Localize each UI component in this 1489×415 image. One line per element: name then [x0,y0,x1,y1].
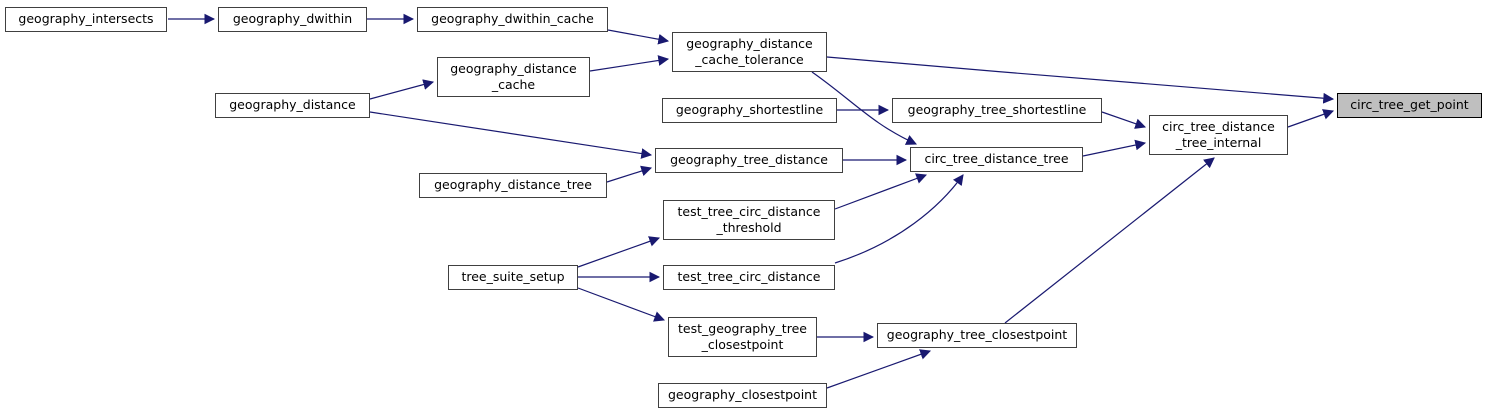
node-label: test_geography_tree [678,320,807,336]
node-geography_distance_cache[interactable]: geography_distance_cache [437,57,590,97]
node-label: geography_tree_closestpoint [886,327,1068,343]
node-label: _closestpoint [701,337,784,352]
edge-geography_distance_cache_tolerance-to-circ_tree_get_point [826,56,1335,104]
node-label: _tree_internal [1175,135,1262,150]
edge-geography_distance-to-geography_distance_cache [369,79,435,100]
node-label: test_tree_circ_distance [677,203,821,219]
edge-geography_tree_shortestline-to-circ_tree_distance_tree_internal [1101,111,1147,129]
edge-geography_tree_closestpoint-to-circ_tree_distance_tree_internal [1004,157,1215,324]
edge-geography_distance_cache-to-geography_distance_cache_tolerance [589,55,670,72]
node-geography_dwithin_cache[interactable]: geography_dwithin_cache [417,7,608,32]
node-label: geography_shortestline [675,102,824,118]
node-label: _threshold [716,220,782,235]
node-label: circ_tree_distance_tree [924,151,1069,167]
node-label: geography_intersects [18,11,154,27]
edge-circ_tree_distance_tree_internal-to-circ_tree_get_point [1287,109,1335,128]
node-circ_tree_distance_tree_internal[interactable]: circ_tree_distance_tree_internal [1149,115,1288,155]
edge-geography_distance_cache_tolerance-to-circ_tree_distance_tree [811,71,917,145]
node-geography_tree_distance[interactable]: geography_tree_distance [655,148,843,173]
node-tree_suite_setup[interactable]: tree_suite_setup [448,265,578,290]
node-geography_dwithin[interactable]: geography_dwithin [218,7,367,32]
edge-circ_tree_distance_tree-to-circ_tree_distance_tree_internal [1082,139,1147,157]
node-label: geography_distance_tree [434,177,592,193]
edge-geography_distance-to-geography_tree_distance [369,111,653,159]
edge-geography_closestpoint-to-geography_tree_closestpoint [826,349,932,389]
node-geography_distance[interactable]: geography_distance [215,93,370,118]
node-label: geography_distance [450,60,577,76]
edge-test_tree_circ_distance-to-circ_tree_distance_tree [834,174,964,264]
edge-group [168,13,1335,389]
node-test_tree_circ_distance_threshold[interactable]: test_tree_circ_distance_threshold [663,200,835,240]
node-label: geography_tree_distance [670,152,828,168]
node-label: geography_distance [229,97,356,113]
node-geography_tree_closestpoint[interactable]: geography_tree_closestpoint [877,323,1077,348]
node-geography_closestpoint[interactable]: geography_closestpoint [658,383,827,408]
edge-geography_distance_tree-to-geography_tree_distance [606,165,653,183]
node-label: circ_tree_get_point [1350,97,1469,113]
node-geography_distance_tree[interactable]: geography_distance_tree [419,173,607,198]
node-label: test_tree_circ_distance [677,269,821,285]
node-label: geography_tree_shortestline [907,102,1087,118]
edge-test_tree_circ_distance_threshold-to-circ_tree_distance_tree [834,173,928,210]
node-geography_shortestline[interactable]: geography_shortestline [662,98,837,123]
node-label: _cache [491,77,536,92]
node-geography_intersects[interactable]: geography_intersects [5,7,167,32]
node-label: geography_dwithin [232,11,353,27]
edge-geography_dwithin_cache-to-geography_distance_cache_tolerance [607,29,670,45]
node-test_geography_tree_closestpoint[interactable]: test_geography_tree_closestpoint [668,317,817,357]
node-label: geography_dwithin_cache [431,11,594,27]
node-label: _cache_tolerance [695,52,804,67]
edge-tree_suite_setup-to-test_tree_circ_distance_threshold [577,236,661,268]
node-geography_distance_cache_tolerance[interactable]: geography_distance_cache_tolerance [672,32,827,72]
node-label: tree_suite_setup [461,269,565,285]
node-circ_tree_get_point: circ_tree_get_point [1337,93,1482,118]
node-circ_tree_distance_tree[interactable]: circ_tree_distance_tree [910,147,1083,172]
edge-tree_suite_setup-to-test_geography_tree_closestpoint [577,287,666,322]
node-test_tree_circ_distance[interactable]: test_tree_circ_distance [663,265,835,290]
node-label: geography_closestpoint [668,387,817,403]
node-label: geography_distance [686,35,813,51]
node-geography_tree_shortestline[interactable]: geography_tree_shortestline [892,98,1102,123]
node-label: circ_tree_distance [1162,118,1275,134]
